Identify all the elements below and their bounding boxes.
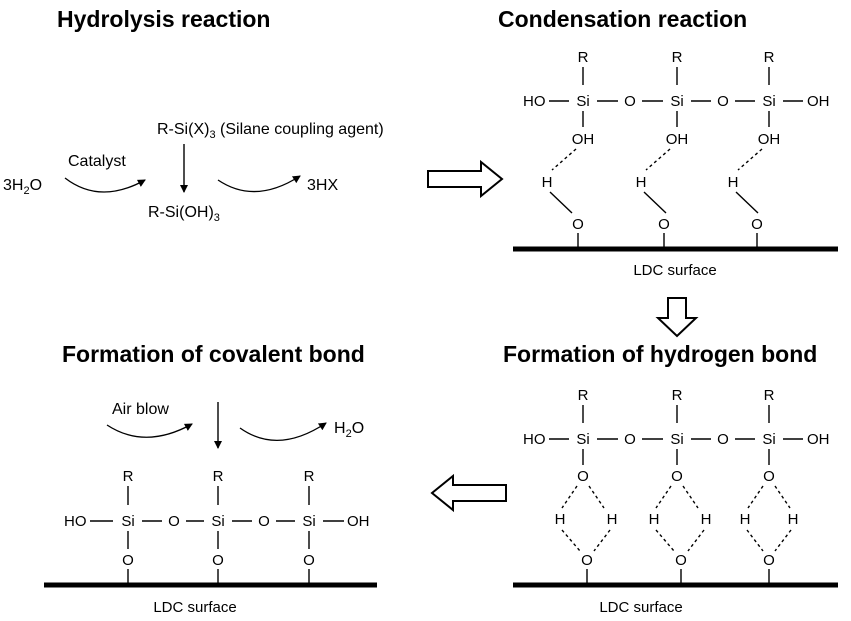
byproduct-curved-arrow-icon [217,175,301,193]
hydrogen-3b: H [788,511,799,528]
r-group-2: R [672,387,683,404]
silanol-product: R-Si(OH)3 [148,204,220,224]
hydrogen-2b: H [701,511,712,528]
catalyst-curved-arrow-icon [64,177,146,193]
surface-hydrogen-3: H [728,174,739,191]
bridge-oxygen-1: O [624,431,636,448]
water-release-curved-arrow-icon [239,422,327,441]
silicon-atom-2: Si [670,431,683,448]
r-group-3: R [304,468,315,485]
bridge-oxygen-1: O [168,513,180,530]
r-group-1: R [578,387,589,404]
surface-label: LDC surface [153,599,236,616]
silicon-atom-2: Si [670,93,683,110]
terminal-oh: OH [807,93,830,110]
silanol-oh-1: OH [572,131,595,148]
catalyst-label: Catalyst [68,153,126,170]
hydrogen-1a: H [555,511,566,528]
hydrogen-1b: H [607,511,618,528]
water-reactant: 3H2O [3,177,42,197]
hydrolysis-panel: 3H2O Catalyst R-Si(X)3 (Silane coupling … [3,121,384,224]
silicon-atom-1: Si [576,93,589,110]
r-group-1: R [123,468,134,485]
r-group-3: R [764,49,775,66]
hx-byproduct: 3HX [307,177,338,194]
surface-oxygen-2: O [658,216,670,233]
covalent-bond-title: Formation of covalent bond [62,341,365,367]
condensation-title: Condensation reaction [498,6,747,32]
terminal-oh: OH [807,431,830,448]
air-blow-curved-arrow-icon [106,423,193,438]
left-transition-arrow-icon [430,473,507,513]
condensation-panel: R R R HO Si O Si O Si OH OH OH OH H H H [513,49,838,279]
r-group-2: R [672,49,683,66]
silicon-atom-1: Si [576,431,589,448]
silanol-oxygen-1: O [577,468,589,485]
r-group-3: R [764,387,775,404]
silanol-oh-3: OH [758,131,781,148]
surface-oxygen-1: O [122,552,134,569]
bridge-oxygen-2: O [258,513,270,530]
bridge-oxygen-1: O [624,93,636,110]
r-group-1: R [578,49,589,66]
surface-oxygen-2: O [212,552,224,569]
terminal-oh: OH [347,513,370,530]
hydrogen-bond-title: Formation of hydrogen bond [503,341,817,367]
silicon-atom-3: Si [762,431,775,448]
silanol-oh-2: OH [666,131,689,148]
surface-oxygen-1: O [581,552,593,569]
surface-label: LDC surface [633,262,716,279]
surface-hydrogen-2: H [636,174,647,191]
terminal-ho: HO [523,93,546,110]
bridge-oxygen-2: O [717,431,729,448]
silane-coupling-agent: R-Si(X)3 (Silane coupling agent) [157,121,384,141]
silicon-atom-2: Si [211,513,224,530]
water-product: H2O [334,420,364,440]
silicon-atom-3: Si [762,93,775,110]
hydrolysis-title: Hydrolysis reaction [57,6,270,32]
r-group-2: R [213,468,224,485]
surface-oxygen-3: O [303,552,315,569]
silicon-atom-1: Si [121,513,134,530]
surface-oxygen-3: O [763,552,775,569]
right-transition-arrow-icon [427,159,504,199]
hydrogen-bond-panel: R R R HO Si O Si O Si OH O O O H H H [513,387,838,616]
hydrogen-3a: H [740,511,751,528]
silanol-oxygen-3: O [763,468,775,485]
surface-oxygen-3: O [751,216,763,233]
surface-hydrogen-1: H [542,174,553,191]
air-blow-label: Air blow [112,401,169,418]
down-transition-arrow-icon [655,297,699,338]
silicon-atom-3: Si [302,513,315,530]
silanol-oxygen-2: O [671,468,683,485]
terminal-ho: HO [64,513,87,530]
surface-oxygen-2: O [675,552,687,569]
covalent-bond-panel: Air blow H2O R R R HO Si O Si O Si OH O … [44,401,377,616]
surface-label: LDC surface [599,599,682,616]
bridge-oxygen-2: O [717,93,729,110]
surface-oxygen-1: O [572,216,584,233]
terminal-ho: HO [523,431,546,448]
hydrogen-2a: H [649,511,660,528]
